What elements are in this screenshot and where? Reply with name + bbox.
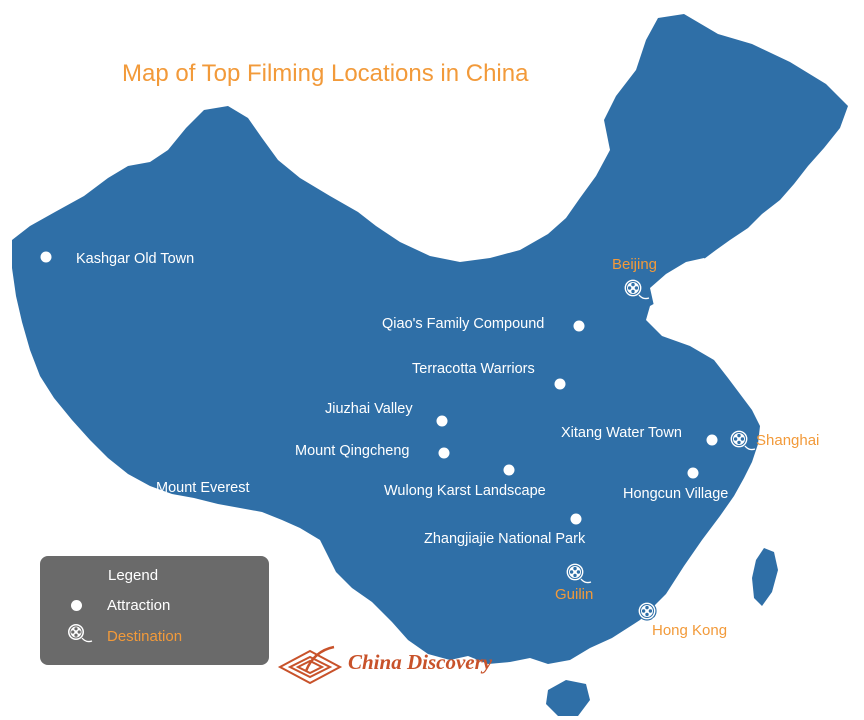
dot-wulong[interactable] <box>503 464 515 476</box>
dot-xitang[interactable] <box>706 434 718 446</box>
attraction-dot-icon <box>71 600 82 611</box>
label-wulong: Wulong Karst Landscape <box>384 483 546 499</box>
dot-everest[interactable] <box>170 499 182 511</box>
label-everest: Mount Everest <box>156 480 250 496</box>
dot-hongcun[interactable] <box>687 467 699 479</box>
label-hongkong: Hong Kong <box>652 622 728 639</box>
map-title: Map of Top Filming Locations in China <box>122 60 529 87</box>
dot-kashgar[interactable] <box>40 251 52 263</box>
bohai-sea <box>650 258 716 324</box>
label-qiao: Qiao's Family Compound <box>382 316 545 332</box>
label-hongcun: Hongcun Village <box>623 486 729 502</box>
legend-destination-label: Destination <box>107 628 183 645</box>
taiwan-island <box>752 548 778 606</box>
china-discovery-logo-icon <box>277 645 343 685</box>
label-xitang: Xitang Water Town <box>561 425 682 441</box>
legend-title: Legend <box>108 567 159 584</box>
dot-qiao[interactable] <box>573 320 585 332</box>
label-terracotta: Terracotta Warriors <box>412 361 535 377</box>
label-kashgar: Kashgar Old Town <box>76 251 195 267</box>
film-reel-icon-hongkong[interactable] <box>637 601 664 623</box>
hainan-island <box>546 680 590 716</box>
label-qingcheng: Mount Qingcheng <box>295 443 410 459</box>
logo-text: China Discovery <box>348 650 493 674</box>
label-shanghai: Shanghai <box>756 432 820 449</box>
mainland-shape <box>12 14 848 664</box>
legend-attraction-label: Attraction <box>107 597 171 614</box>
legend-box: Legend Attraction Destination <box>40 556 269 665</box>
label-beijing: Beijing <box>612 256 658 273</box>
label-zhangjiajie: Zhangjiajie National Park <box>424 531 586 547</box>
dot-jiuzhai[interactable] <box>436 415 448 427</box>
attraction-dots <box>40 251 718 525</box>
film-reel-icon <box>67 623 93 643</box>
dot-zhangjiajie[interactable] <box>570 513 582 525</box>
label-guilin: Guilin <box>555 586 594 603</box>
dot-terracotta[interactable] <box>554 378 566 390</box>
dot-qingcheng[interactable] <box>438 447 450 459</box>
label-jiuzhai: Jiuzhai Valley <box>325 401 413 417</box>
